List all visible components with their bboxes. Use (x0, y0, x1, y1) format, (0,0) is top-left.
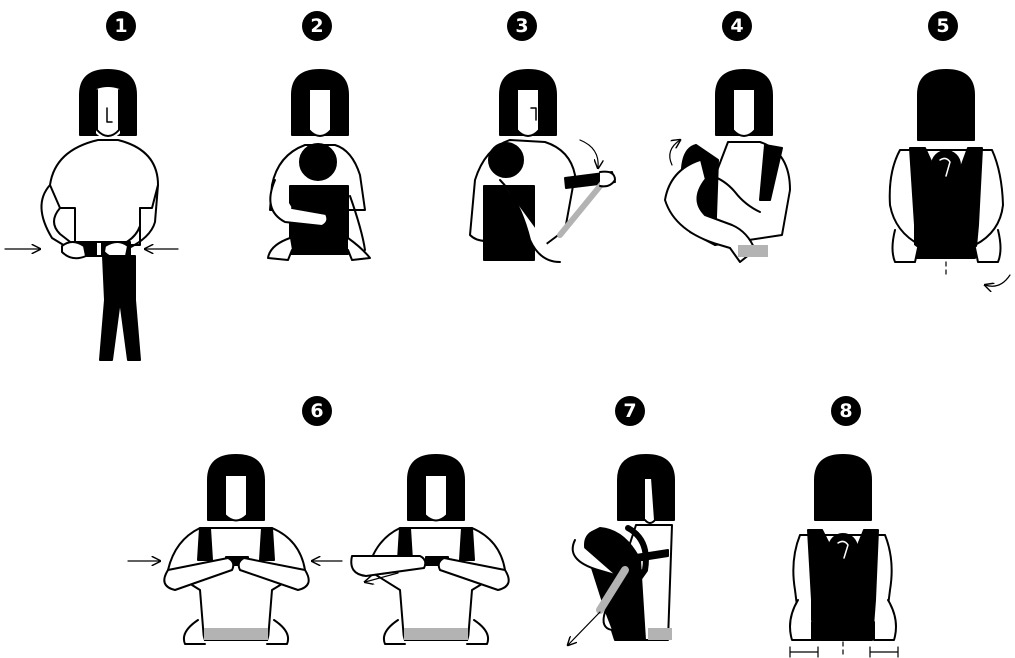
hold-baby-to-chest-icon (268, 70, 370, 260)
check-baby-position-icon (790, 455, 898, 657)
buckle-waist-belt-icon (5, 70, 178, 360)
tighten-straps-icon (568, 455, 674, 645)
lift-carrier-over-shoulder-icon (470, 70, 615, 262)
second-shoulder-strap-icon (665, 70, 790, 262)
fasten-chest-buckle-icon (128, 455, 509, 644)
check-back-panel-centered-icon (890, 70, 1010, 286)
